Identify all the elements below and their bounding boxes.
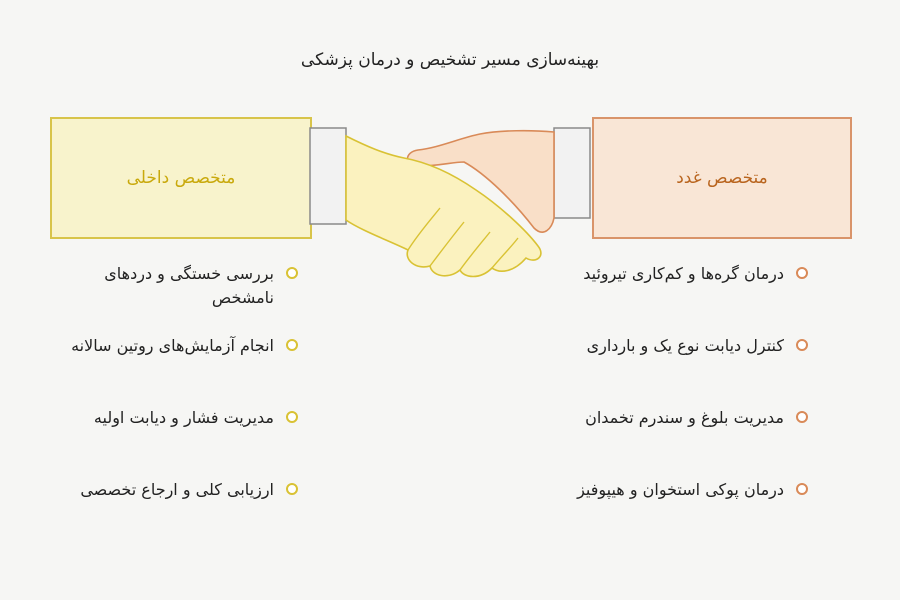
endocrinologist-list: درمان گره‌ها و کم‌کاری تیروئید کنترل دیا… [560, 262, 810, 550]
bullet-icon [796, 411, 808, 423]
bullet-icon [286, 411, 298, 423]
finger-creases [407, 207, 519, 271]
list-item-text: بررسی خستگی و دردهای نامشخص [104, 264, 274, 307]
left-cuff [309, 127, 347, 225]
list-item-text: مدیریت فشار و دیابت اولیه [93, 408, 274, 427]
list-item: مدیریت بلوغ و سندرم تخمدان [560, 406, 810, 478]
bullet-icon [286, 267, 298, 279]
bullet-icon [796, 339, 808, 351]
list-item: انجام آزمایش‌های روتین سالانه [50, 334, 300, 406]
bullet-icon [286, 339, 298, 351]
internist-label: متخصص داخلی [126, 168, 236, 188]
list-item-text: کنترل دیابت نوع یک و بارداری [586, 336, 784, 355]
list-item-text: درمان پوکی استخوان و هیپوفیز [577, 480, 784, 499]
list-item: کنترل دیابت نوع یک و بارداری [560, 334, 810, 406]
handshake-icon [309, 127, 591, 278]
bullet-icon [286, 483, 298, 495]
left-hand [345, 134, 542, 278]
diagram-title: بهینه‌سازی مسیر تشخیص و درمان پزشکی [300, 50, 600, 70]
endocrinologist-box: متخصص غدد [592, 117, 852, 239]
internist-list: بررسی خستگی و دردهای نامشخص انجام آزمایش… [50, 262, 300, 550]
list-item-text: ارزیابی کلی و ارجاع تخصصی [80, 480, 274, 499]
list-item: درمان پوکی استخوان و هیپوفیز [560, 478, 810, 550]
list-item: مدیریت فشار و دیابت اولیه [50, 406, 300, 478]
list-item: ارزیابی کلی و ارجاع تخصصی [50, 478, 300, 550]
list-item-text: درمان گره‌ها و کم‌کاری تیروئید [583, 264, 784, 283]
list-item-text: انجام آزمایش‌های روتین سالانه [71, 336, 274, 355]
bullet-icon [796, 267, 808, 279]
internist-box: متخصص داخلی [50, 117, 312, 239]
endocrinologist-label: متخصص غدد [676, 168, 768, 188]
list-item: بررسی خستگی و دردهای نامشخص [50, 262, 300, 334]
bullet-icon [796, 483, 808, 495]
right-cuff [553, 127, 591, 219]
list-item-text: مدیریت بلوغ و سندرم تخمدان [585, 408, 784, 427]
list-item: درمان گره‌ها و کم‌کاری تیروئید [560, 262, 810, 334]
